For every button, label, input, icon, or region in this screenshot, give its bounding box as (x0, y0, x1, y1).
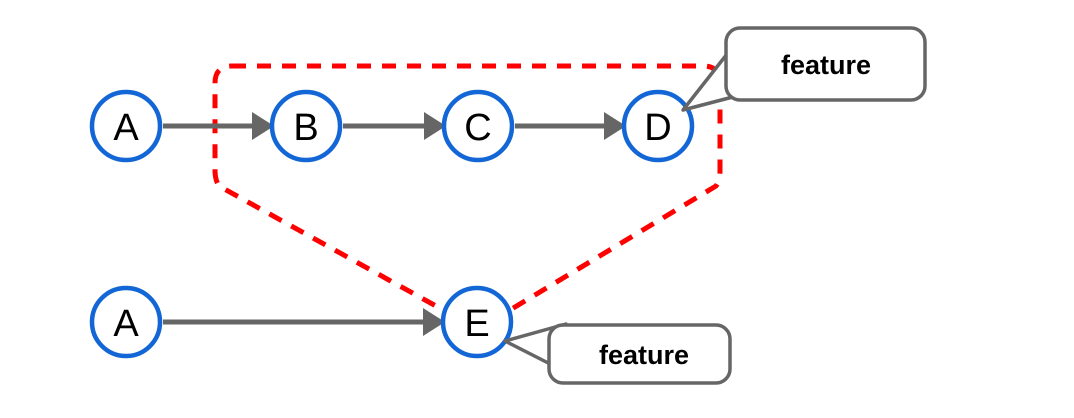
edge-a-b (163, 112, 274, 140)
node-b-circle[interactable] (269, 89, 343, 163)
edge-a-e-arrowhead (423, 308, 445, 336)
node-c[interactable]: C (441, 89, 515, 163)
node-d-circle[interactable] (621, 89, 695, 163)
node-d-label: D (644, 107, 671, 149)
edge-b-c-arrowhead (424, 112, 446, 140)
node-b[interactable]: B (269, 89, 343, 163)
node-a-bottom-label: A (113, 303, 139, 345)
node-a-bottom[interactable]: A (89, 285, 163, 359)
node-a-top-label: A (113, 107, 139, 149)
node-e-circle[interactable] (440, 285, 514, 359)
callout-feature-top[interactable]: feature (681, 26, 927, 112)
node-c-circle[interactable] (441, 89, 515, 163)
node-a-top-circle[interactable] (89, 89, 163, 163)
edge-b-c (343, 112, 446, 140)
node-e[interactable]: E (440, 285, 514, 359)
node-e-label: E (464, 303, 489, 345)
callout-feature-bottom-label: feature (599, 340, 689, 370)
node-a-bottom-circle[interactable] (89, 285, 163, 359)
edge-a-e (163, 308, 445, 336)
callout-feature-bottom-box[interactable] (547, 323, 732, 385)
node-b-label: B (293, 107, 318, 149)
node-a-top[interactable]: A (89, 89, 163, 163)
edge-c-d (515, 112, 626, 140)
callout-feature-bottom[interactable]: feature (503, 322, 732, 385)
callout-feature-top-label: feature (781, 50, 871, 80)
node-d[interactable]: D (621, 89, 695, 163)
edge-a-b-arrowhead (252, 112, 274, 140)
edge-c-d-arrowhead (604, 112, 626, 140)
node-c-label: C (464, 107, 491, 149)
callout-feature-top-box[interactable] (724, 26, 927, 102)
